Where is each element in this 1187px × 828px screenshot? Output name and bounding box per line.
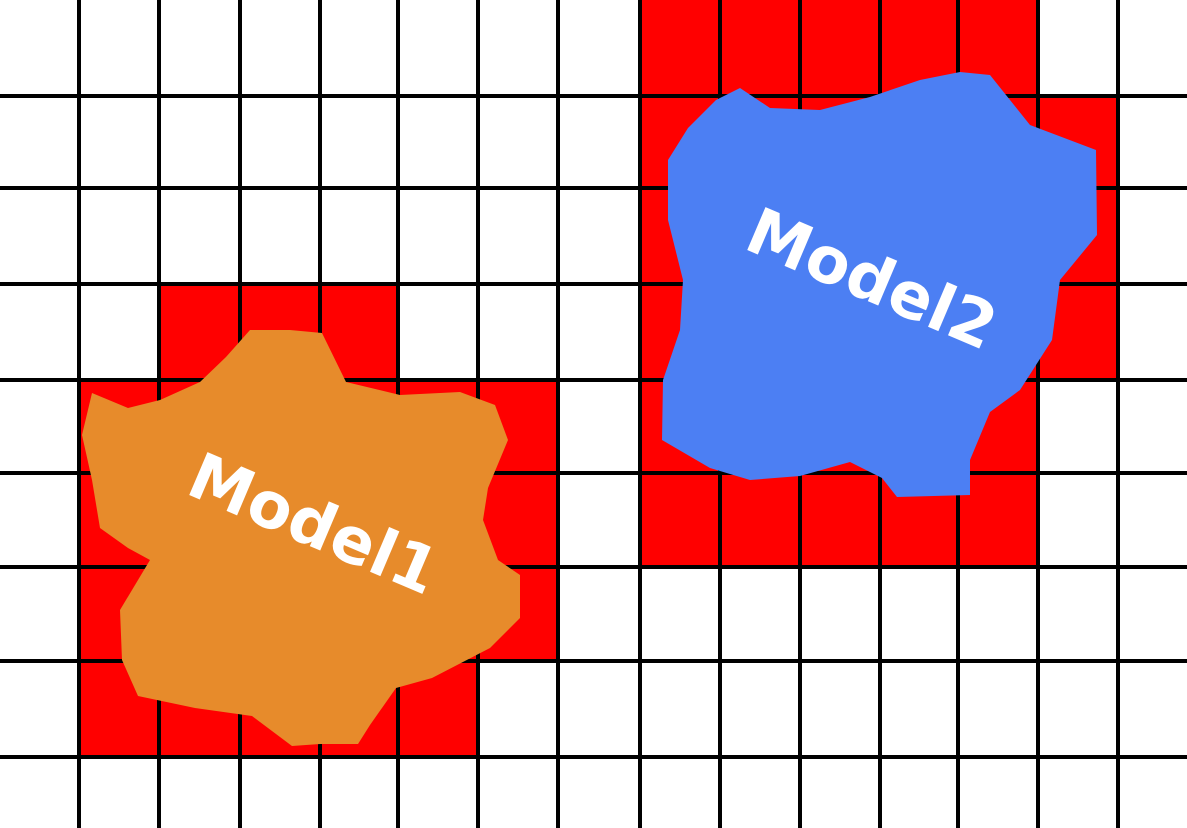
model1-blob (82, 330, 520, 746)
occupied-cell (720, 473, 800, 567)
occupied-cell (800, 473, 880, 567)
occupied-cell (640, 473, 720, 567)
occupied-cell (720, 0, 800, 96)
occupied-cell (958, 473, 1038, 567)
model2-blob (662, 72, 1097, 497)
occupied-cell (800, 0, 880, 96)
occupied-cell (640, 0, 720, 96)
